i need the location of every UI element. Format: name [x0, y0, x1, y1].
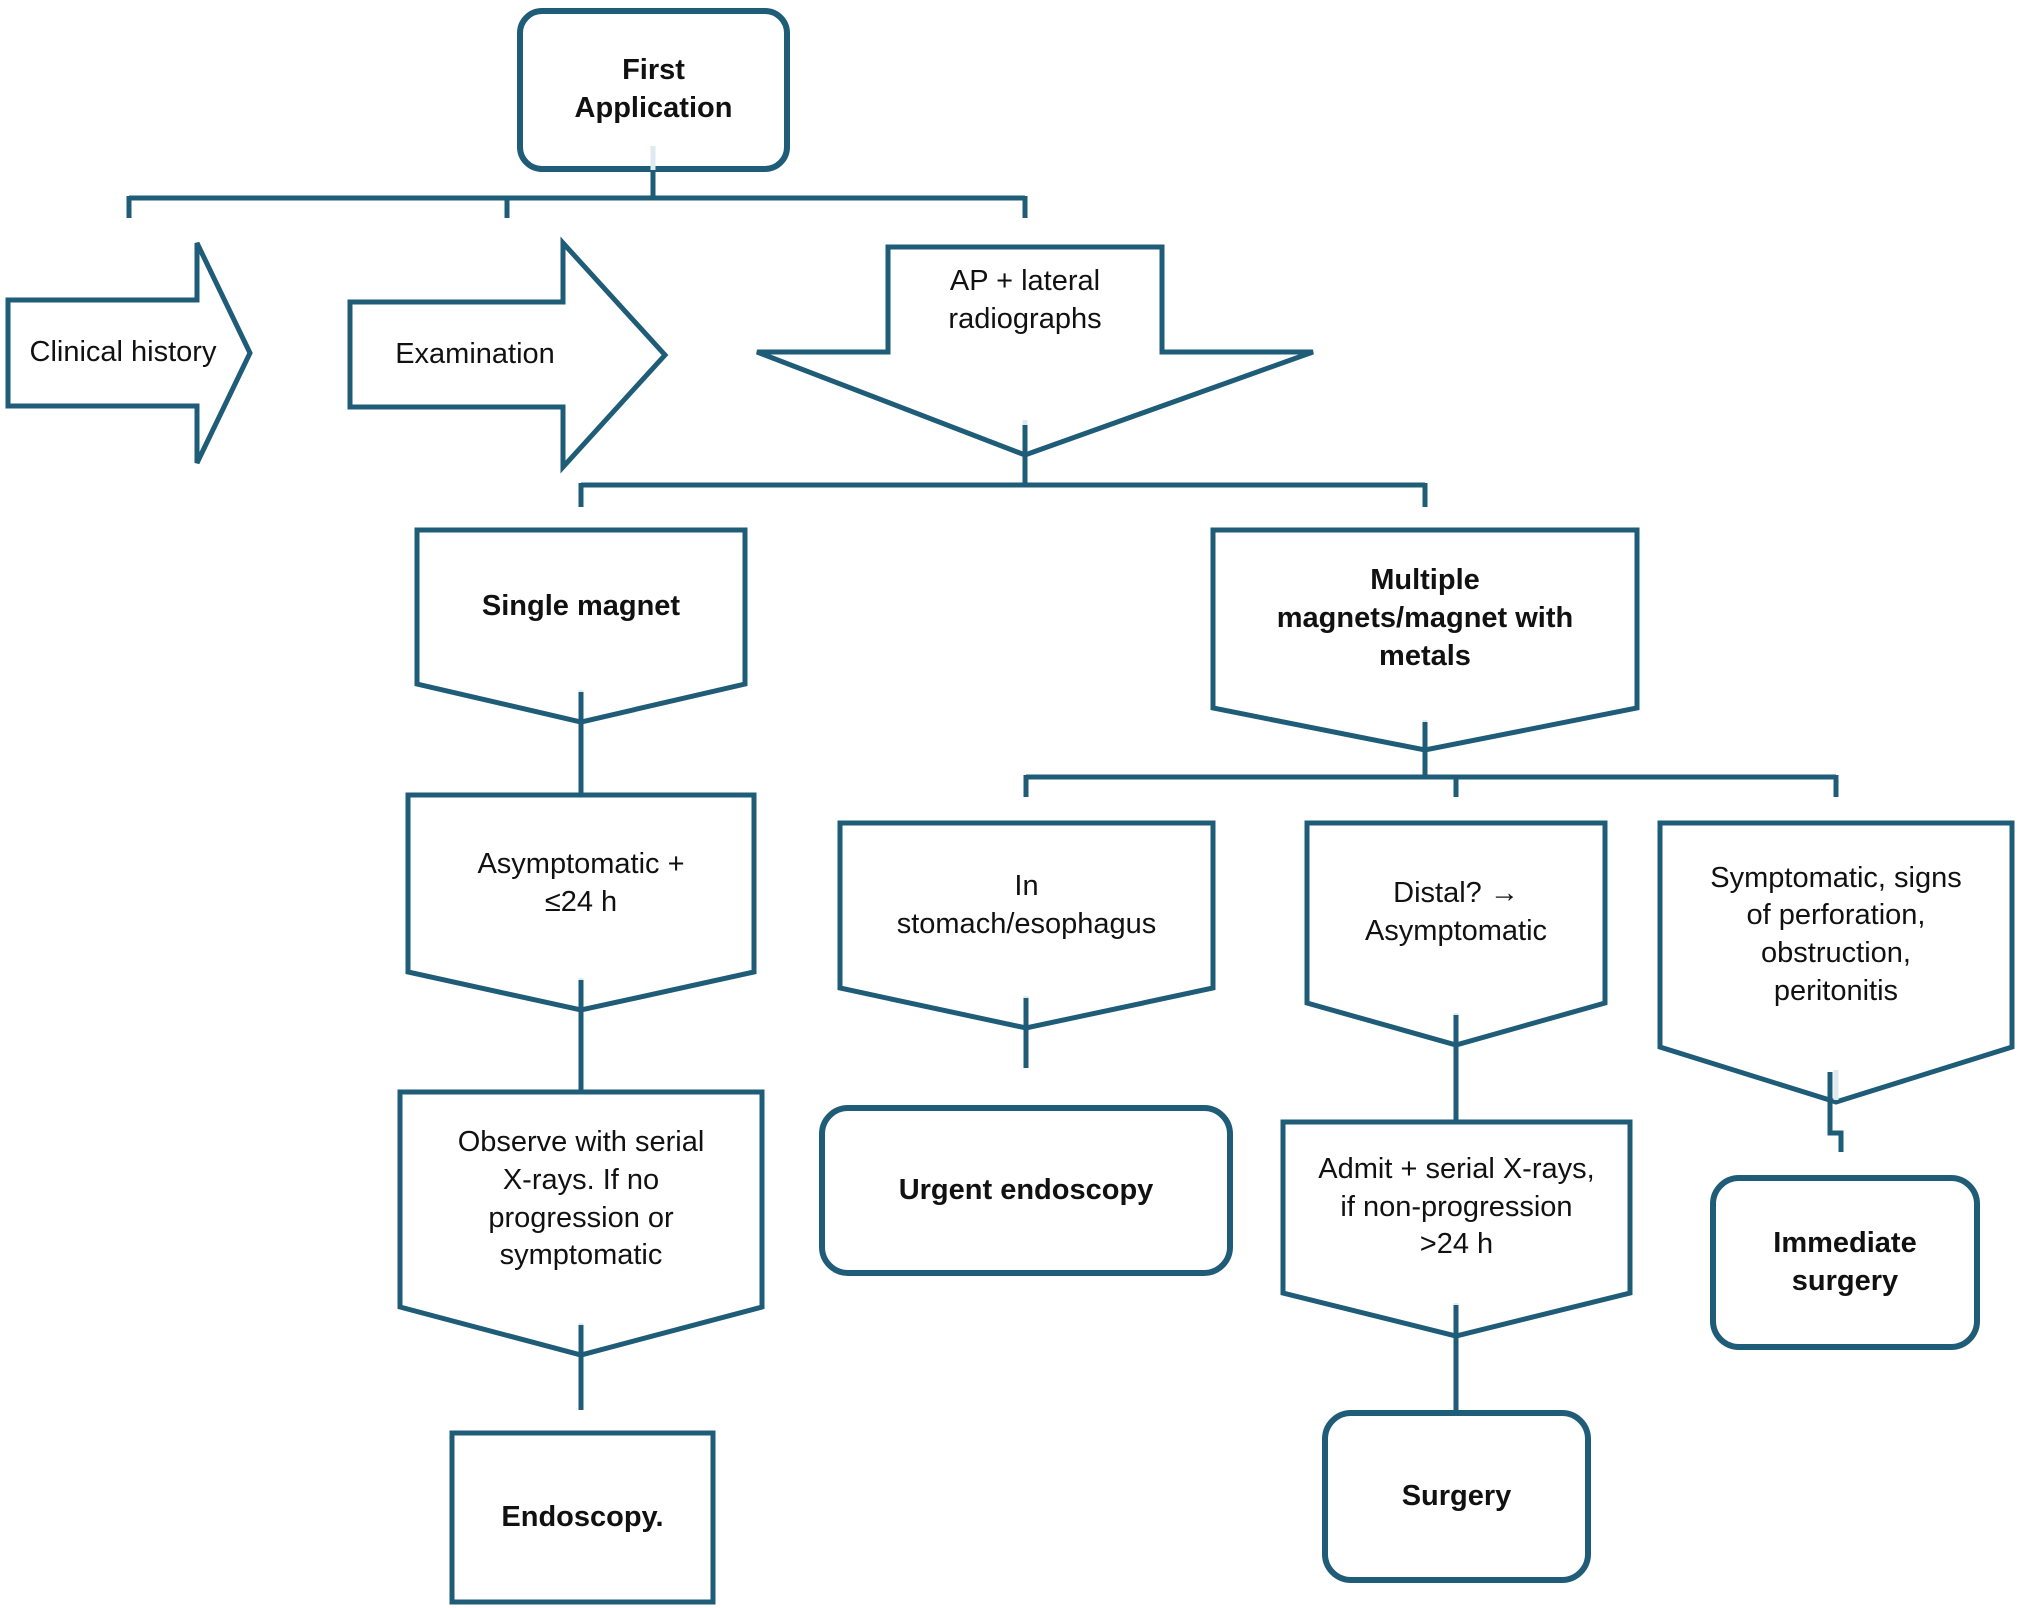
- surgery-box: [1322, 1410, 1591, 1583]
- multiple-magnets-banner-shape: [1210, 527, 1640, 753]
- admit-serial-xrays-banner-shape: [1280, 1119, 1633, 1339]
- endoscopy-box: [449, 1430, 716, 1605]
- connector-symptomatic-to-immediate: [1827, 1072, 1844, 1152]
- examination-arrow-shape: [347, 236, 669, 474]
- in-stomach-esophagus-banner-shape: [837, 820, 1216, 1031]
- first-application-box: [517, 8, 790, 172]
- symptomatic-perforation-banner-shape: [1657, 820, 2015, 1105]
- clinical-history-arrow-shape: [5, 241, 253, 465]
- ap-lateral-radiographs-down-arrow-shape: [756, 244, 1314, 458]
- asymptomatic-24h-banner-shape: [405, 792, 757, 1013]
- single-magnet-banner-shape: [414, 527, 748, 725]
- observe-serial-xrays-banner-shape: [397, 1089, 765, 1358]
- distal-asymptomatic-banner-shape: [1304, 820, 1608, 1048]
- immediate-surgery-box: [1710, 1175, 1980, 1350]
- urgent-endoscopy-box: [819, 1105, 1233, 1276]
